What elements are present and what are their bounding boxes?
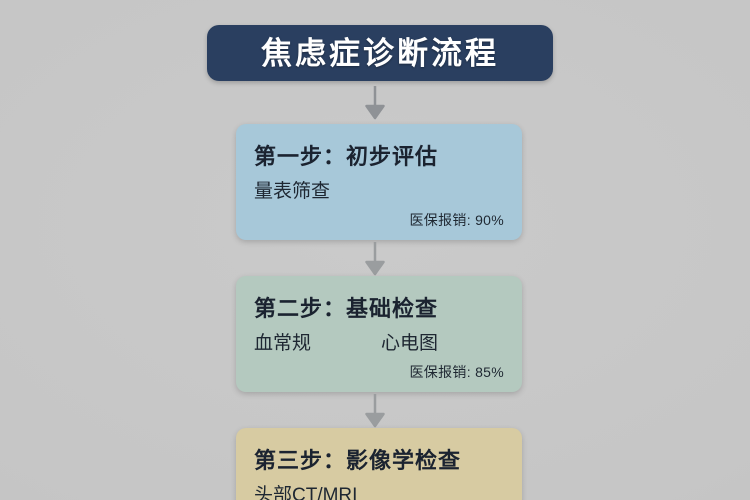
step-card-2[interactable]: 第二步：基础检查 血常规 心电图 医保报销: 85% xyxy=(236,276,522,392)
list-item: 血常规 xyxy=(254,333,312,355)
step-card-3[interactable]: 第三步：影像学检查 头部CT/MRI xyxy=(236,428,522,500)
list-item: 头部CT/MRI xyxy=(254,485,358,500)
arrow-down-icon xyxy=(362,86,388,124)
list-item: 心电图 xyxy=(381,333,439,355)
step-1-items: 量表筛查 xyxy=(254,181,504,204)
arrow-down-icon xyxy=(362,242,388,280)
flowchart-title-card: 焦虑症诊断流程 xyxy=(207,25,553,81)
arrow-down-icon xyxy=(362,394,388,432)
step-3-heading: 第三步：影像学检查 xyxy=(254,448,462,473)
page-title: 焦虑症诊断流程 xyxy=(261,35,499,71)
step-2-items: 血常规 心电图 xyxy=(254,333,504,356)
step-1-coverage-badge: 医保报销: 90% xyxy=(409,212,504,228)
step-1-heading: 第一步：初步评估 xyxy=(254,144,439,169)
step-3-items: 头部CT/MRI xyxy=(254,485,504,500)
step-2-heading: 第二步：基础检查 xyxy=(254,296,439,321)
step-card-1[interactable]: 第一步：初步评估 量表筛查 医保报销: 90% xyxy=(236,124,522,240)
list-item: 量表筛查 xyxy=(254,181,331,203)
step-2-coverage-badge: 医保报销: 85% xyxy=(409,364,504,380)
